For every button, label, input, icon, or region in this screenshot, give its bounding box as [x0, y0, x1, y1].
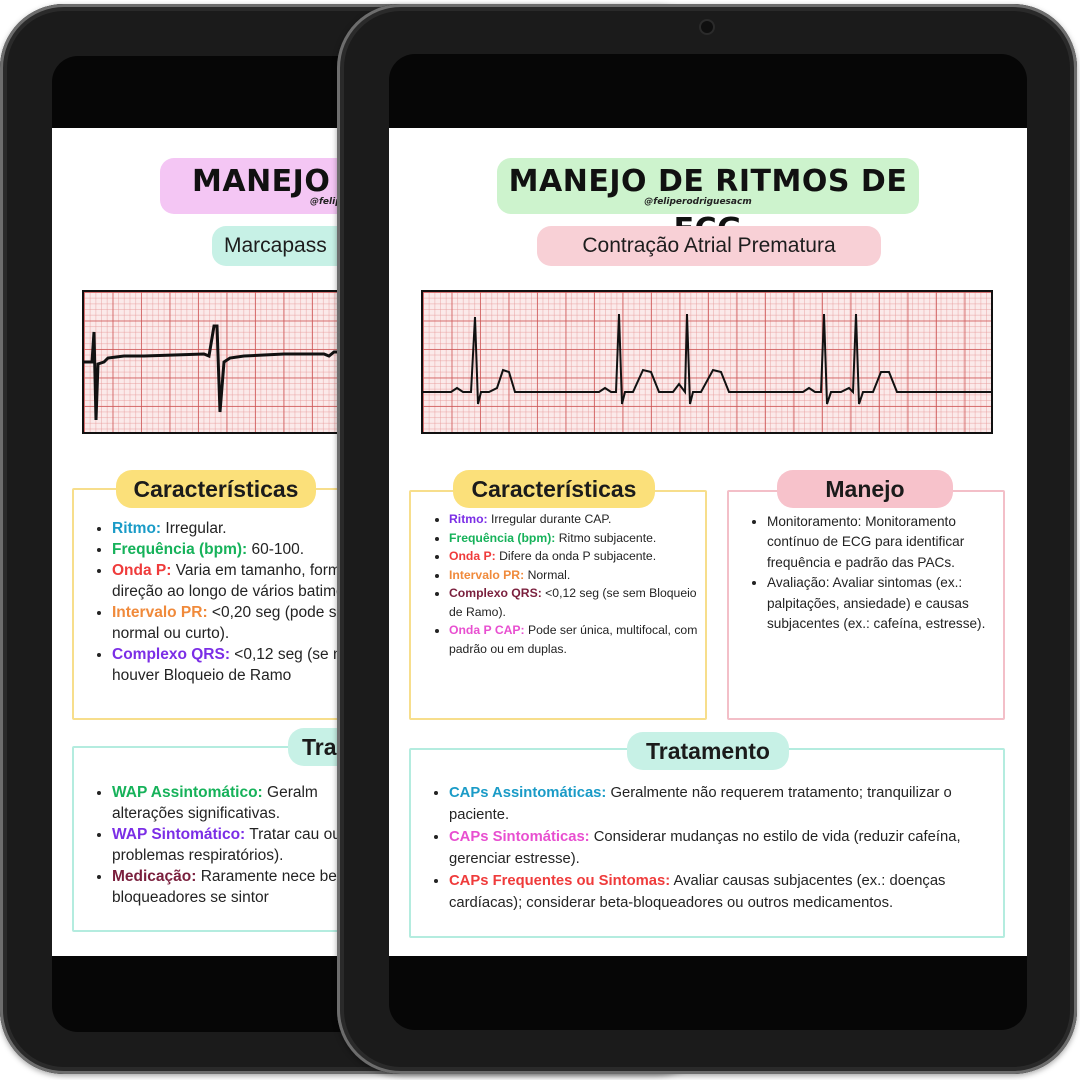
list-item: Intervalo PR: Normal.: [449, 566, 711, 585]
ecg-strip-front: [421, 290, 993, 434]
treatment-list-back: WAP Assintomático: Geralm alterações sig…: [94, 782, 382, 908]
list-item: Avaliação: Avaliar sintomas (ex.: palpit…: [767, 573, 1009, 634]
list-item: WAP Assintomático: Geralm alterações sig…: [112, 782, 382, 824]
list-item: CAPs Sintomáticas: Considerar mudanças n…: [449, 826, 1009, 870]
list-item: Onda P: Varia em tamanho, forma e direçã…: [112, 560, 382, 602]
list-item: Ritmo: Irregular.: [112, 518, 382, 539]
list-item: Intervalo PR: <0,20 seg (pode ser normal…: [112, 602, 382, 644]
author-handle: @feliperodriguesacm: [644, 197, 752, 207]
list-item: Frequência (bpm): Ritmo subjacente.: [449, 529, 711, 548]
rhythm-subtitle-front: Contração Atrial Prematura: [537, 226, 881, 266]
tablet-front-bezel: MANEJO DE RITMOS DE ECG @feliperodrigues…: [389, 54, 1027, 1030]
treatment-box-back: WAP Assintomático: Geralm alterações sig…: [72, 746, 372, 932]
list-item: Complexo QRS: <0,12 seg (se não houver B…: [112, 644, 382, 686]
management-list-front: Monitoramento: Monitoramento contínuo de…: [749, 512, 1009, 634]
list-item: Frequência (bpm): 60-100.: [112, 539, 382, 560]
list-item: Onda P CAP: Pode ser única, multifocal, …: [449, 621, 711, 658]
treatment-heading-front: Tratamento: [627, 732, 789, 770]
treatment-list-front: CAPs Assintomáticas: Geralmente não requ…: [431, 782, 1009, 914]
management-heading-front: Manejo: [777, 470, 953, 508]
tablet-front-screen: MANEJO DE RITMOS DE ECG @feliperodrigues…: [389, 128, 1027, 956]
page-title-front: MANEJO DE RITMOS DE ECG @feliperodrigues…: [497, 158, 919, 247]
author-handle: @feliper: [310, 197, 353, 207]
list-item: Complexo QRS: <0,12 seg (se sem Bloqueio…: [449, 584, 711, 621]
characteristics-list-back: Ritmo: Irregular. Frequência (bpm): 60-1…: [94, 518, 382, 686]
tablet-front: MANEJO DE RITMOS DE ECG @feliperodrigues…: [337, 4, 1077, 1074]
camera-icon: [701, 21, 713, 33]
list-item: CAPs Frequentes ou Sintomas: Avaliar cau…: [449, 870, 1009, 914]
characteristics-box-back: Ritmo: Irregular. Frequência (bpm): 60-1…: [72, 488, 378, 720]
list-item: Ritmo: Irregular durante CAP.: [449, 510, 711, 529]
ecg-trace-front: [423, 313, 991, 405]
list-item: WAP Sintomático: Tratar cau ou problemas…: [112, 824, 382, 866]
list-item: CAPs Assintomáticas: Geralmente não requ…: [449, 782, 1009, 826]
treatment-box-front: CAPs Assintomáticas: Geralmente não requ…: [409, 748, 1005, 938]
list-item: Medicação: Raramente nece beta-bloqueado…: [112, 866, 382, 908]
list-item: Monitoramento: Monitoramento contínuo de…: [767, 512, 1009, 573]
ecg-trace-back: [84, 324, 684, 421]
management-box-front: Monitoramento: Monitoramento contínuo de…: [727, 490, 1005, 720]
characteristics-heading-back: Características: [116, 470, 316, 508]
characteristics-list-front: Ritmo: Irregular durante CAP. Frequência…: [431, 510, 711, 658]
characteristics-heading-front: Características: [453, 470, 655, 508]
characteristics-box-front: Ritmo: Irregular durante CAP. Frequência…: [409, 490, 707, 720]
list-item: Onda P: Difere da onda P subjacente.: [449, 547, 711, 566]
